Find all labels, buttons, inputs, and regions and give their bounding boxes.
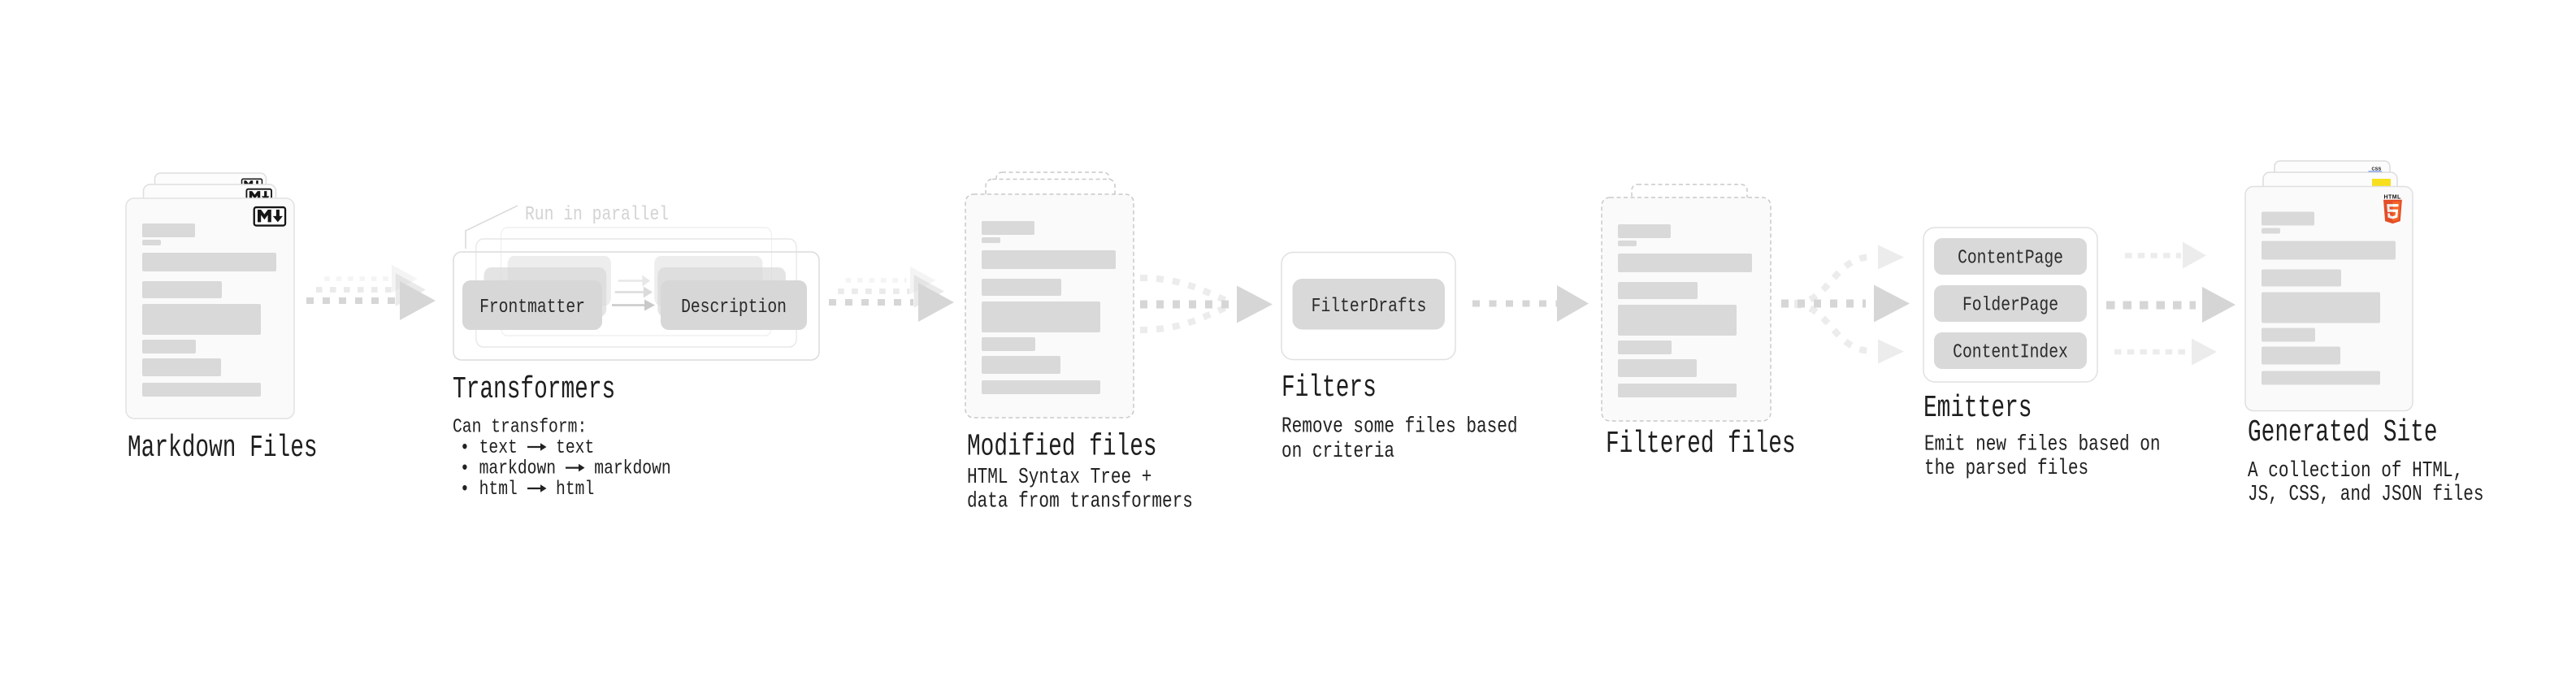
svg-text:Emitters: Emitters xyxy=(1923,390,2032,425)
svg-text:Filtered files: Filtered files xyxy=(1606,426,1796,461)
svg-text:Modified files: Modified files xyxy=(967,429,1157,464)
svg-text:Description: Description xyxy=(681,296,787,318)
svg-text:on criteria: on criteria xyxy=(1281,440,1394,464)
svg-text:Run in parallel: Run in parallel xyxy=(525,203,669,225)
svg-text:Filters: Filters xyxy=(1281,370,1377,405)
svg-text:Transformers: Transformers xyxy=(453,371,615,406)
svg-text:• html html: • html html xyxy=(460,478,594,500)
svg-text:Markdown Files: Markdown Files xyxy=(128,430,318,465)
svg-text:ContentIndex: ContentIndex xyxy=(1953,341,2068,363)
svg-text:FolderPage: FolderPage xyxy=(1962,294,2058,316)
svg-text:FilterDrafts: FilterDrafts xyxy=(1312,295,1427,317)
svg-text:JS, CSS, and JSON files: JS, CSS, and JSON files xyxy=(2248,483,2484,507)
svg-text:Remove some files based: Remove some files based xyxy=(1281,415,1518,440)
svg-text:Can transform:: Can transform: xyxy=(453,416,587,438)
svg-text:HTML Syntax Tree +: HTML Syntax Tree + xyxy=(967,466,1151,490)
svg-text:HTML: HTML xyxy=(2384,195,2402,201)
svg-text:the parsed files: the parsed files xyxy=(1924,457,2088,481)
svg-text:CSS: CSS xyxy=(2372,167,2382,172)
svg-text:ContentPage: ContentPage xyxy=(1958,247,2063,269)
svg-text:data from transformers: data from transformers xyxy=(967,489,1193,514)
svg-text:• text text: • text text xyxy=(460,436,594,458)
svg-text:A collection of HTML,: A collection of HTML, xyxy=(2248,459,2463,484)
svg-text:• markdown markdown: • markdown markdown xyxy=(460,458,671,479)
svg-text:Frontmatter: Frontmatter xyxy=(479,296,585,318)
svg-text:Emit new files based on: Emit new files based on xyxy=(1924,432,2161,457)
svg-text:Generated Site: Generated Site xyxy=(2248,414,2438,449)
